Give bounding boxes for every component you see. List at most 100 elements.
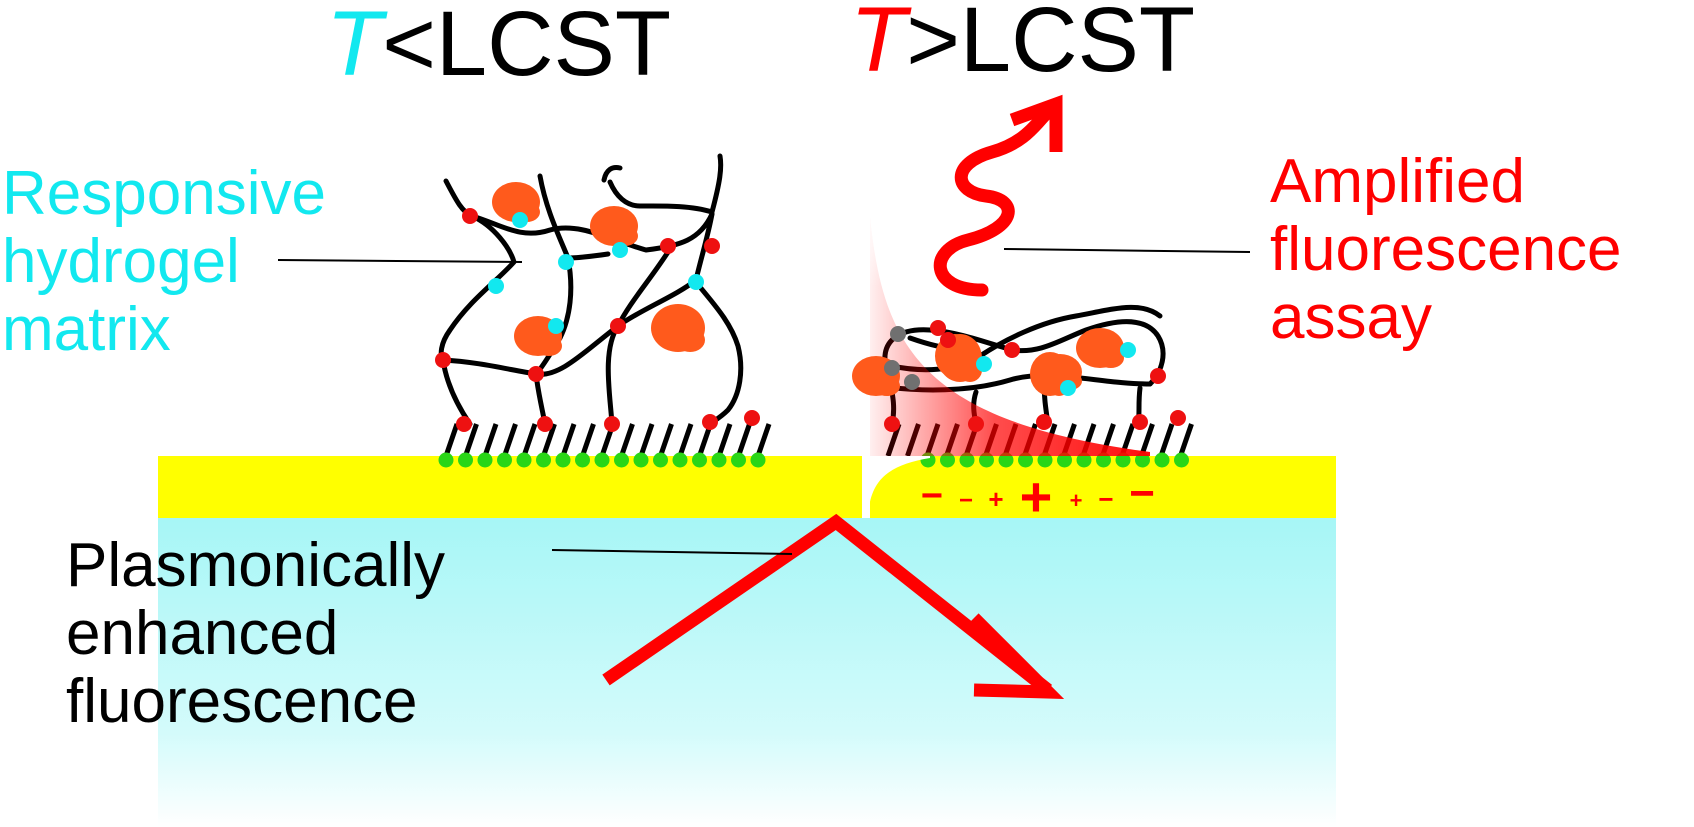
responsive-node: [1120, 342, 1136, 358]
anchor-hash-mark: [463, 423, 479, 457]
protein-blob-lobe: [611, 226, 638, 246]
anchor-dot: [1115, 452, 1131, 468]
protein-molecules: [492, 182, 1125, 396]
anchor-dot: [1018, 452, 1033, 468]
label-line: enhanced: [66, 599, 339, 668]
crosslink-node: [884, 416, 900, 432]
anchor-hash-mark: [541, 423, 557, 457]
anchor-hash-mark: [443, 423, 460, 457]
protein-blob-lobe: [873, 376, 900, 396]
anchor-dot: [1174, 452, 1189, 468]
crosslink-node: [610, 318, 626, 334]
responsive-node: [1060, 380, 1076, 396]
header-below-lcst: T<LCST: [326, 0, 671, 90]
anchor-dot: [516, 452, 532, 468]
protein-blob-lobe: [1097, 348, 1125, 368]
crosslink-node: [537, 416, 553, 432]
anchor-hash-mark: [716, 423, 733, 457]
anchor-dots-right: [920, 452, 1189, 468]
responsive-node: [488, 278, 504, 294]
responsive-node: [512, 212, 528, 228]
anchor-dot: [1076, 452, 1092, 468]
anchor-dot: [555, 452, 571, 468]
anchor-hash-mark: [580, 423, 596, 457]
label-line: Plasmonically: [66, 531, 446, 600]
anchor-dot: [750, 452, 766, 468]
charge-sign: +: [1020, 465, 1053, 528]
anchor-hash-mark: [736, 423, 752, 457]
anchor-hash-mark: [1139, 423, 1155, 457]
wavy-emission-arrow-icon: [933, 94, 1063, 297]
anchor-dot: [438, 452, 454, 468]
charge-sign: +: [1070, 488, 1083, 513]
responsive-node: [558, 254, 574, 270]
anchor-dot: [653, 452, 668, 468]
anchor-dots-left: [438, 452, 766, 468]
crosslink-node: [462, 208, 478, 224]
anchor-dot: [614, 452, 629, 468]
anchor-dot: [497, 452, 512, 468]
relation-above-lcst: >LCST: [906, 0, 1196, 91]
label-line: Amplified: [1270, 147, 1525, 216]
anchor-hash-mark: [638, 423, 655, 457]
anchor-hash-mark: [677, 423, 694, 457]
anchor-dot: [940, 452, 955, 468]
label-line: hydrogel: [2, 227, 240, 296]
charge-sign: −: [1129, 469, 1155, 518]
anchor-dot: [998, 452, 1014, 468]
crosslink-node: [1036, 414, 1052, 430]
crosslink-node: [604, 416, 620, 432]
anchor-dot: [1057, 452, 1072, 468]
charge-sign: −: [921, 475, 943, 517]
anchor-dot: [979, 452, 994, 468]
collapsed-node: [884, 360, 900, 376]
label-line: matrix: [2, 295, 171, 364]
reflected-light-arrow-icon: [602, 513, 1065, 699]
charge-sign: −: [959, 487, 973, 514]
label-plasmonically-enhanced-fluorescence: Plasmonically enhanced fluorescence: [66, 532, 445, 736]
anchor-dot: [633, 452, 649, 468]
collapsed-node: [904, 374, 920, 390]
crosslink-node: [704, 238, 720, 254]
leader-lines: [277, 248, 1251, 555]
anchor-hash-mark: [619, 423, 635, 457]
surface-anchor-hash-left: [443, 423, 772, 457]
glass-substrate: [158, 516, 1336, 827]
anchor-dot: [594, 452, 610, 468]
label-line: assay: [1270, 283, 1432, 352]
charge-sign: −: [1098, 484, 1113, 514]
crosslink-node: [435, 352, 451, 368]
label-responsive-hydrogel-matrix: Responsive hydrogel matrix: [2, 160, 326, 364]
anchor-hash-mark: [658, 423, 674, 457]
crosslink-node: [968, 416, 984, 432]
label-line: fluorescence: [66, 667, 418, 736]
anchor-dot: [959, 452, 975, 468]
label-amplified-fluorescence-assay: Amplified fluorescence assay: [1270, 148, 1622, 352]
crosslink-node: [940, 332, 956, 348]
charge-oscillation: −−+++−−: [921, 465, 1155, 528]
anchor-hash-mark: [482, 423, 499, 457]
crosslink-node: [1132, 414, 1148, 430]
crosslink-node: [660, 238, 676, 254]
anchor-dot: [1037, 452, 1053, 468]
protein-blob-lobe: [953, 356, 975, 378]
responsive-node: [548, 318, 564, 334]
responsive-node: [976, 356, 992, 372]
label-line: Responsive: [2, 159, 326, 228]
crosslink-node: [528, 366, 544, 382]
anchor-hash-mark: [1178, 423, 1194, 457]
anchor-dot: [672, 452, 688, 468]
label-line: fluorescence: [1270, 215, 1622, 284]
anchor-dot: [458, 452, 473, 468]
hydrogel-nodes: [435, 208, 1186, 432]
crosslink-node: [744, 410, 760, 426]
anchor-hash-mark: [755, 423, 772, 457]
temperature-symbol-cold: T: [326, 0, 383, 95]
protein-blob-lobe: [675, 328, 706, 352]
anchor-dot: [1096, 452, 1111, 468]
crosslink-node: [930, 320, 946, 336]
protein-blob-lobe: [535, 336, 562, 356]
crosslink-node: [456, 416, 472, 432]
crosslink-node: [1150, 368, 1166, 384]
